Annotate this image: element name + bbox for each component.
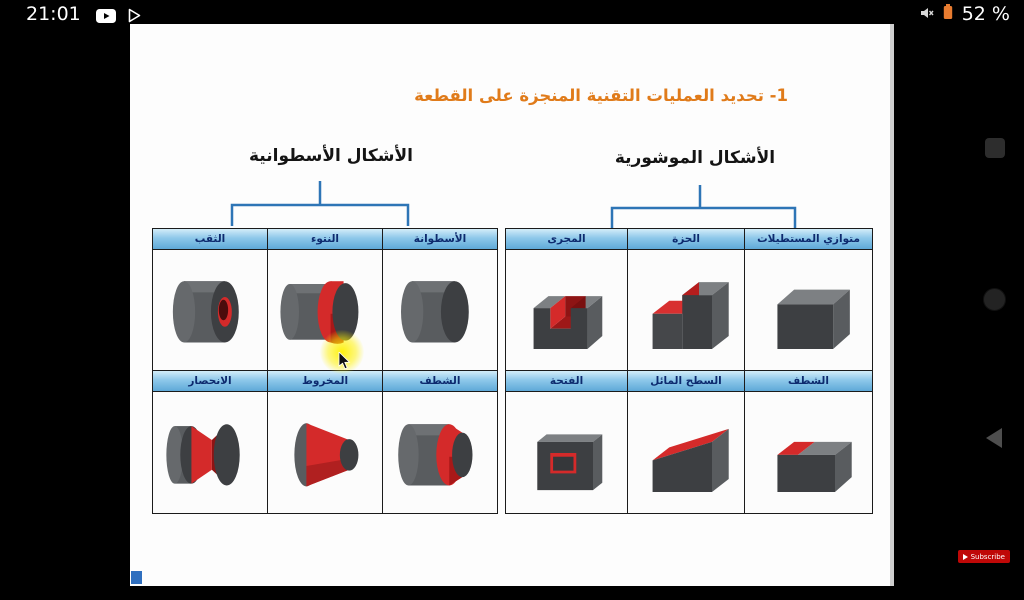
shape-image-chamfer-pri bbox=[745, 392, 873, 514]
shape-label-incline: السطح المائل bbox=[628, 371, 745, 392]
opening-shape-icon bbox=[536, 433, 602, 490]
shape-label-cone: المخروط bbox=[268, 371, 383, 392]
shape-label-cylinder: الأسطوانة bbox=[383, 229, 498, 250]
channel-shape-icon bbox=[533, 296, 602, 349]
chamfer-cylinder-shape-icon bbox=[398, 423, 473, 485]
clock: 21:01 bbox=[26, 3, 81, 25]
groove-shape-icon bbox=[166, 423, 240, 485]
shape-image-chamfer-cyl bbox=[383, 392, 498, 514]
battery-saver-icon bbox=[943, 4, 953, 24]
cylinder-shape-icon bbox=[401, 281, 469, 343]
cylindrical-shapes-header: الأشكال الأسطوانية bbox=[248, 146, 414, 166]
subscribe-play-icon bbox=[962, 553, 968, 560]
shape-label-chamfer-cyl: الشطف bbox=[383, 371, 498, 392]
shape-image-cylinder bbox=[383, 250, 498, 371]
shape-image-opening bbox=[506, 392, 628, 514]
rectangular-block-shape-icon bbox=[776, 289, 850, 349]
cone-shape-icon bbox=[294, 422, 359, 486]
shape-label-boss: النتوء bbox=[268, 229, 383, 250]
subscribe-label: Subscribe bbox=[970, 552, 1005, 561]
shape-image-channel bbox=[506, 250, 628, 371]
shape-image-notch bbox=[628, 250, 745, 371]
play-outline-icon bbox=[128, 8, 141, 27]
video-frame[interactable]: 1- تحديد العمليات التقنية المنجزة على ال… bbox=[130, 24, 894, 586]
hole-shape-icon bbox=[172, 281, 239, 343]
slide-title: 1- تحديد العمليات التقنية المنجزة على ال… bbox=[414, 86, 788, 105]
notch-shape-icon bbox=[652, 282, 729, 349]
shape-label-channel: المجرى bbox=[506, 229, 628, 250]
shape-image-block bbox=[745, 250, 873, 371]
pointer-highlight bbox=[320, 330, 364, 374]
battery-percent: 52 % bbox=[961, 3, 1010, 25]
status-bar: 21:01 52 % bbox=[0, 0, 1024, 30]
status-bar-right: 52 % bbox=[920, 3, 1010, 25]
mouse-cursor-icon bbox=[338, 352, 351, 370]
shape-image-incline bbox=[628, 392, 745, 514]
nav-home-button[interactable] bbox=[983, 288, 1006, 311]
nav-recents-button[interactable] bbox=[985, 138, 1005, 158]
shape-image-groove bbox=[153, 392, 268, 514]
nav-back-button[interactable] bbox=[986, 428, 1002, 448]
chamfer-block-shape-icon bbox=[776, 441, 852, 492]
subscribe-button[interactable]: Subscribe bbox=[957, 550, 1010, 563]
cylindrical-shapes-table: الثقب النتوء الأسطوانة bbox=[152, 228, 498, 514]
shape-label-block: متوازي المستطيلات bbox=[745, 229, 873, 250]
shape-label-opening: الفتحة bbox=[506, 371, 628, 392]
youtube-icon bbox=[96, 8, 116, 27]
shape-label-chamfer-pri: الشطف bbox=[745, 371, 873, 392]
shape-label-hole: الثقب bbox=[153, 229, 268, 250]
prismatic-shapes-table: المجرى الحزة متوازي المستطيلات bbox=[505, 228, 873, 514]
slide-corner-marker bbox=[131, 571, 142, 584]
shape-image-hole bbox=[153, 250, 268, 371]
mute-icon bbox=[920, 5, 934, 24]
shape-label-groove: الانحصار bbox=[153, 371, 268, 392]
shape-image-cone bbox=[268, 392, 383, 514]
prismatic-shapes-header: الأشكال الموشورية bbox=[614, 148, 776, 168]
shape-label-notch: الحزة bbox=[628, 229, 745, 250]
inclined-surface-shape-icon bbox=[652, 428, 729, 492]
